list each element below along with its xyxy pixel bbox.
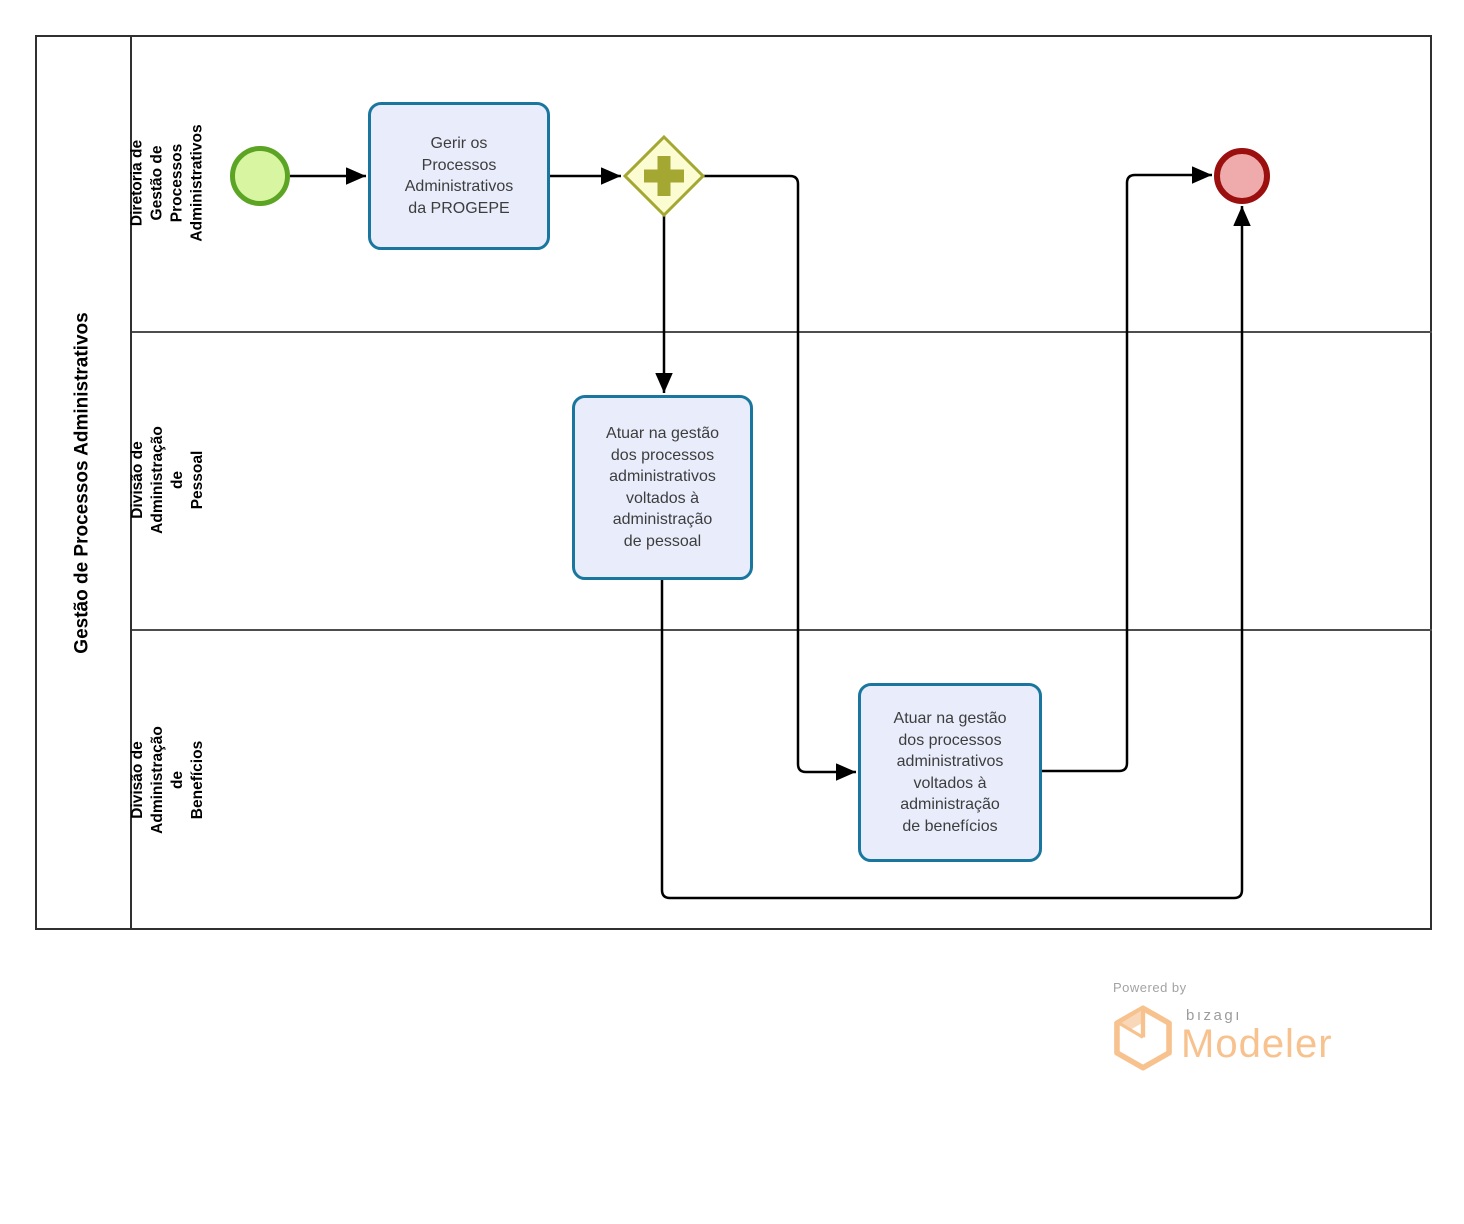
task-administracao-beneficios[interactable]: Atuar na gestão dos processos administra… [858, 683, 1042, 862]
end-event[interactable] [1214, 148, 1270, 204]
start-event[interactable] [230, 146, 290, 206]
lane-label-pessoal: Divisão de Administração de Pessoal [129, 426, 207, 534]
plus-icon [644, 156, 684, 196]
bizagi-box-icon [1114, 1005, 1172, 1071]
pool-header-divider [130, 35, 132, 930]
pool-title-text: Gestão de Processos Administrativos [71, 311, 93, 654]
task-administracao-pessoal[interactable]: Atuar na gestão dos processos administra… [572, 395, 753, 580]
lane-label-diretoria: Diretoria de Gestão de Processos Adminis… [129, 124, 207, 242]
pool-title: Gestão de Processos Administrativos [35, 35, 130, 930]
powered-by-text: Powered by [1113, 980, 1187, 995]
lane-divider-2 [132, 629, 1432, 631]
lane-label-beneficios: Divisão de Administração de Benefícios [129, 725, 207, 834]
parallel-gateway[interactable] [622, 134, 706, 218]
pool-gestao-processos [35, 35, 1432, 930]
lane-divider-1 [132, 331, 1432, 333]
modeler-product-text: Modeler [1181, 1022, 1333, 1066]
bizagi-brand-text: bızagı [1186, 1007, 1242, 1024]
task-gerir-processos[interactable]: Gerir os Processos Administrativos da PR… [368, 102, 550, 250]
